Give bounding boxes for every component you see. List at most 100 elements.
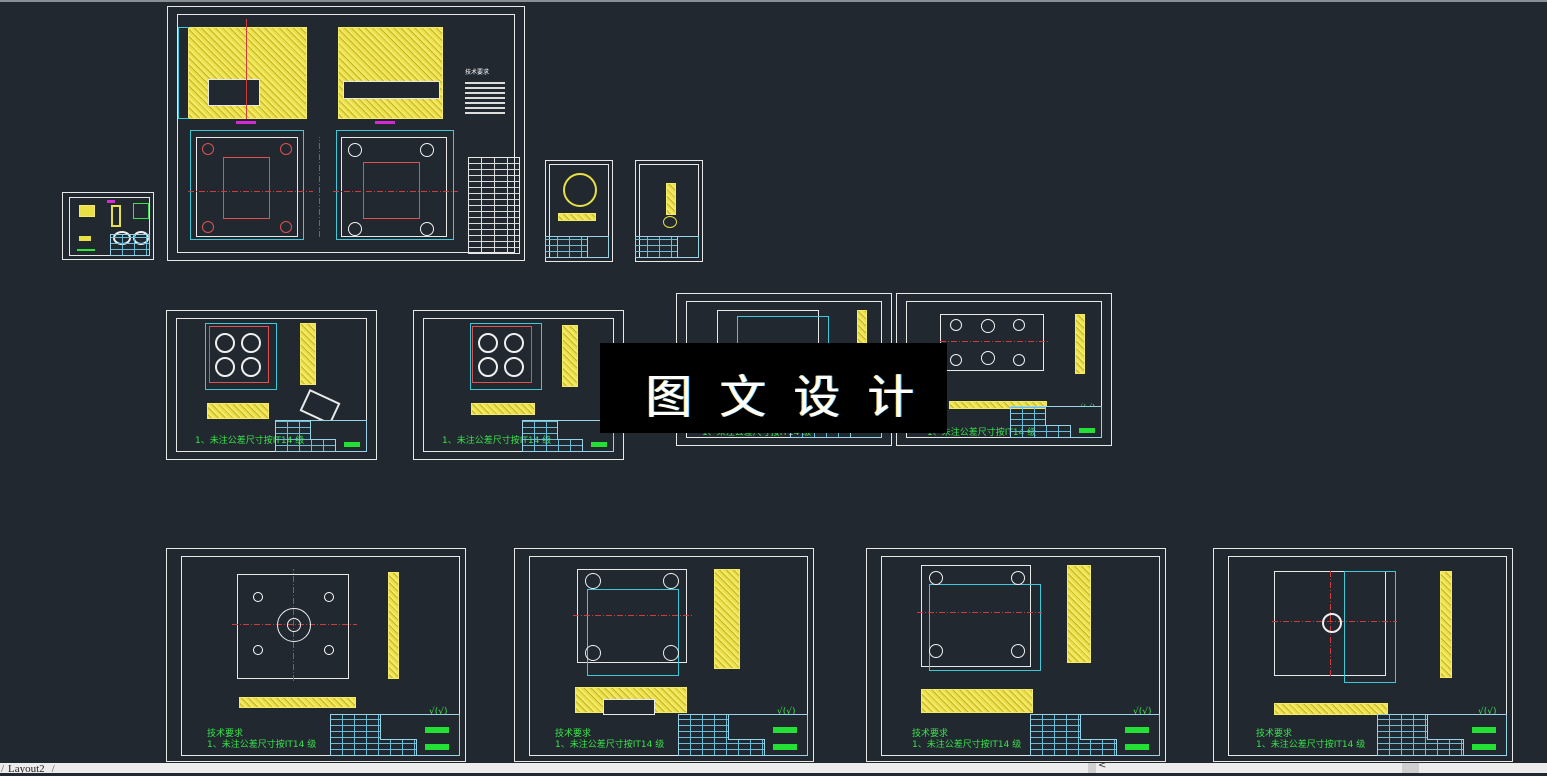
hole <box>1013 354 1025 366</box>
hole <box>981 351 995 365</box>
insert-side-section <box>562 325 578 387</box>
sheet-sprue-bushing[interactable] <box>635 160 703 262</box>
screw-hole <box>324 645 334 655</box>
plan-view-b <box>336 130 454 240</box>
sheet-inner-frame <box>181 556 460 756</box>
guide-hole <box>929 644 943 658</box>
title-block <box>1030 714 1160 756</box>
sheet-support-plate[interactable]: √(√) 技术要求 1、未注公差尺寸按IT14 级 <box>514 548 814 762</box>
tech-note-heading: 技术要求 <box>912 729 949 739</box>
sheet-inner-frame <box>1228 556 1507 756</box>
guide-hole <box>348 222 362 236</box>
guide-hole <box>929 571 943 585</box>
centerline <box>333 191 458 192</box>
guide-hole <box>1011 644 1025 658</box>
cavity-insert <box>223 157 270 219</box>
insert-outline <box>209 326 269 383</box>
tech-note-heading: 技术要求 <box>207 729 244 739</box>
plate-side-section <box>1067 565 1091 663</box>
dimension-chain <box>929 584 1041 671</box>
title-block <box>545 236 609 258</box>
guide-hole <box>202 221 214 233</box>
plate-front-section <box>1274 703 1388 715</box>
plan-view-a-plate <box>196 137 298 237</box>
sheet-inner-frame <box>69 197 150 256</box>
hole <box>950 319 962 331</box>
dimension-chain <box>587 589 679 676</box>
sheet-product[interactable] <box>62 192 154 260</box>
guide-hole <box>585 645 601 661</box>
view-label <box>107 200 115 203</box>
horizontal-scrollbar-thumb[interactable] <box>1402 763 1419 773</box>
plate-plan-view <box>940 314 1044 371</box>
sheet-clamp-plate[interactable]: √(√) 技术要求 1、未注公差尺寸按IT14 级 <box>166 548 466 762</box>
part-view <box>79 205 95 217</box>
tech-note: 1、未注公差尺寸按IT14 级 <box>927 428 1037 438</box>
cavity <box>241 357 261 377</box>
cavity <box>215 333 235 353</box>
guide-hole <box>420 222 434 236</box>
title-block <box>1377 714 1507 756</box>
notes-heading: 技术要求 <box>465 69 490 76</box>
ring-plan-view <box>563 173 597 207</box>
tech-note: 1、未注公差尺寸按IT14 级 <box>195 436 305 446</box>
guide-hole <box>663 645 679 661</box>
tab-layout2[interactable]: Layout2 <box>1 762 54 776</box>
tech-note-heading: 技术要求 <box>1256 729 1293 739</box>
guide-hole <box>348 143 362 157</box>
dimension-chain <box>1344 571 1396 683</box>
watermark-text: 图文设计 <box>646 370 942 424</box>
core <box>504 357 524 377</box>
tech-note: 1、未注公差尺寸按IT14 级 <box>702 428 812 438</box>
sheet-inner-frame <box>177 14 515 253</box>
watermark-overlay: 图文设计 <box>600 343 947 433</box>
sheet-cavity-insert[interactable]: 1、未注公差尺寸按IT14 级 <box>166 310 377 460</box>
title-block <box>330 714 460 756</box>
tech-note: 1、未注公差尺寸按IT14 级 <box>207 740 317 750</box>
sheet-inner-frame <box>529 556 808 756</box>
sheet-locating-ring[interactable] <box>545 160 613 262</box>
section-label <box>236 121 256 124</box>
note-text <box>77 249 95 251</box>
roughness-symbol: √(√) <box>1478 707 1497 717</box>
part-section <box>79 236 91 241</box>
centerline <box>940 341 1050 342</box>
title-block <box>110 234 150 256</box>
insert-front-section <box>471 403 535 415</box>
insert-plan-view <box>470 323 542 390</box>
centerline <box>917 612 1042 613</box>
cavity <box>215 357 235 377</box>
insert-plan-view <box>205 323 277 390</box>
guide-hole <box>663 573 679 589</box>
title-block <box>275 420 367 452</box>
scroll-left-arrow-icon[interactable]: < <box>1098 760 1107 771</box>
screw-hole <box>253 592 263 602</box>
screw-hole <box>324 592 334 602</box>
sheet-stripper-plate[interactable]: √(√) 技术要求 1、未注公差尺寸按IT14 级 <box>866 548 1166 762</box>
plate-front-section <box>921 689 1033 713</box>
cavity <box>241 333 261 353</box>
core <box>478 357 498 377</box>
sheet-core-insert[interactable]: 1、未注公差尺寸按IT14 级 <box>413 310 624 460</box>
guide-hole <box>1011 571 1025 585</box>
part-iso-view <box>133 203 149 219</box>
plate-plan-view <box>921 565 1031 667</box>
sheet-assembly[interactable]: 技术要求 <box>167 6 525 261</box>
guide-hole <box>420 143 434 157</box>
insert-outline <box>472 326 532 383</box>
layout-tab-bar: Layout2 <box>0 762 1547 776</box>
sheet-ejector-plate[interactable]: √(√) 技术要求 1、未注公差尺寸按IT14 级 <box>1213 548 1513 762</box>
centerline <box>188 191 313 192</box>
plate-side-section <box>1440 571 1452 678</box>
sprue-hole <box>287 618 301 632</box>
window-top-border <box>0 0 1547 2</box>
roughness-symbol: √(√) <box>777 707 796 717</box>
part-side-view <box>111 205 121 227</box>
tech-note: 1、未注公差尺寸按IT14 级 <box>555 740 665 750</box>
scrollbar-divider[interactable] <box>1088 763 1096 773</box>
guide-hole <box>280 143 292 155</box>
locating-ring-bore <box>277 608 311 642</box>
notes-text <box>465 81 505 117</box>
screw-hole <box>253 645 263 655</box>
